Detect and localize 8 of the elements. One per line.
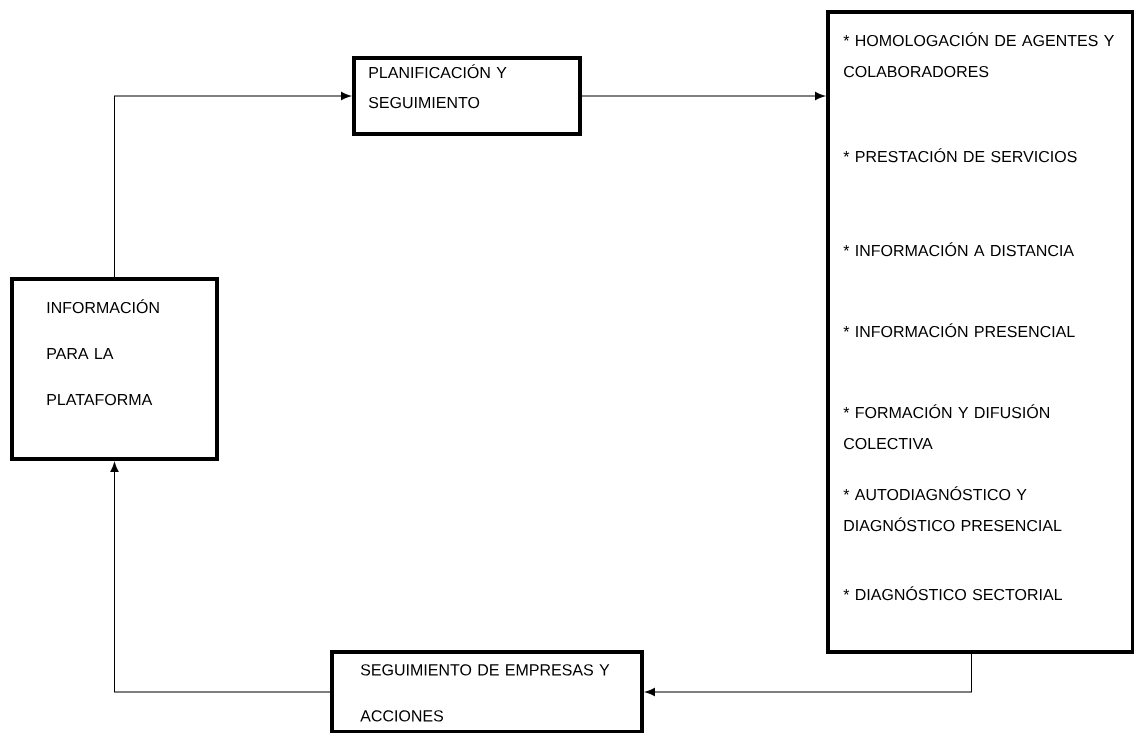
arrow bbox=[114, 91, 351, 278]
arrow bbox=[110, 462, 331, 693]
arrow bbox=[581, 91, 825, 101]
process-box: PLANIFICACIÓN Y SEGUIMIENTO bbox=[352, 56, 582, 136]
process-box: SEGUIMIENTO DE EMPRESAS Y ACCIONES bbox=[330, 650, 644, 733]
process-box: INFORMACIÓN PARA LA PLATAFORMA bbox=[10, 277, 219, 461]
list-box: * HOMOLOGACIÓN DE AGENTES Y COLABORADORES * PRESTACIÓN DE SERVICIOS * INFORMACIÓN A DISTANCIA * INFORMACIÓN PRESENCIAL * FORMACIÓN Y DIFUSIÓN COLECTIVA * AUTODIAGNÓSTICO Y DIAGNÓSTICO PRESENCIAL * DIAGNÓSTICO SECTORIAL bbox=[826, 10, 1134, 654]
arrow bbox=[645, 653, 972, 697]
